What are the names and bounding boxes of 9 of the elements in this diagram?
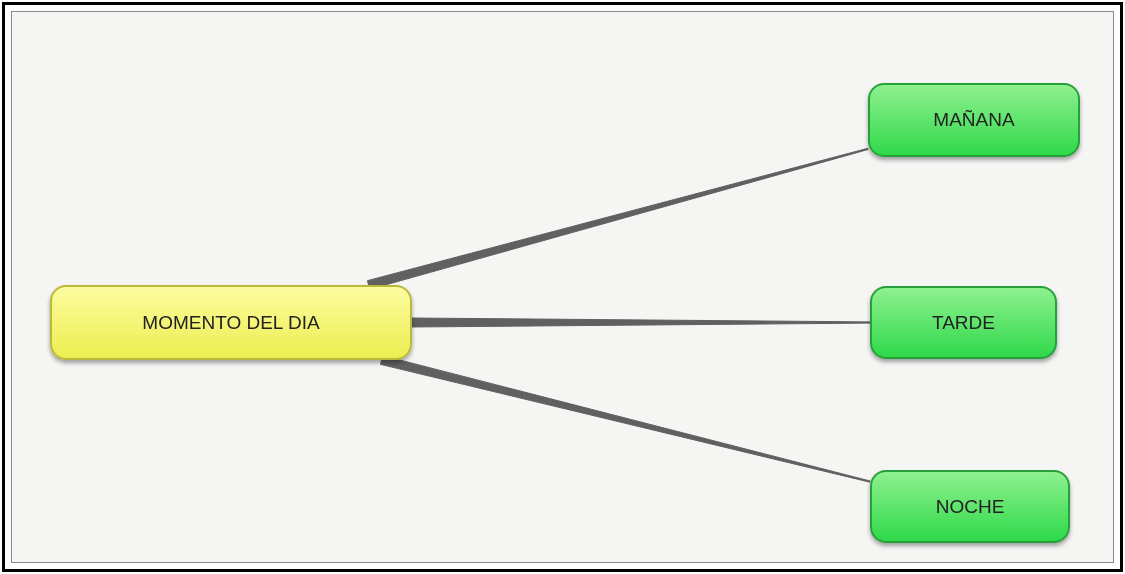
node-label: NOCHE <box>935 495 1005 518</box>
branch-box <box>868 83 1080 157</box>
node-label: MAÑANA <box>933 109 1015 131</box>
node-label: TARDE <box>932 311 995 334</box>
branch-box <box>870 470 1070 543</box>
topic-box <box>50 285 412 360</box>
node-label: MOMENTO DEL DIA <box>142 311 320 334</box>
branch-box <box>870 286 1057 359</box>
connector-line <box>411 317 871 328</box>
